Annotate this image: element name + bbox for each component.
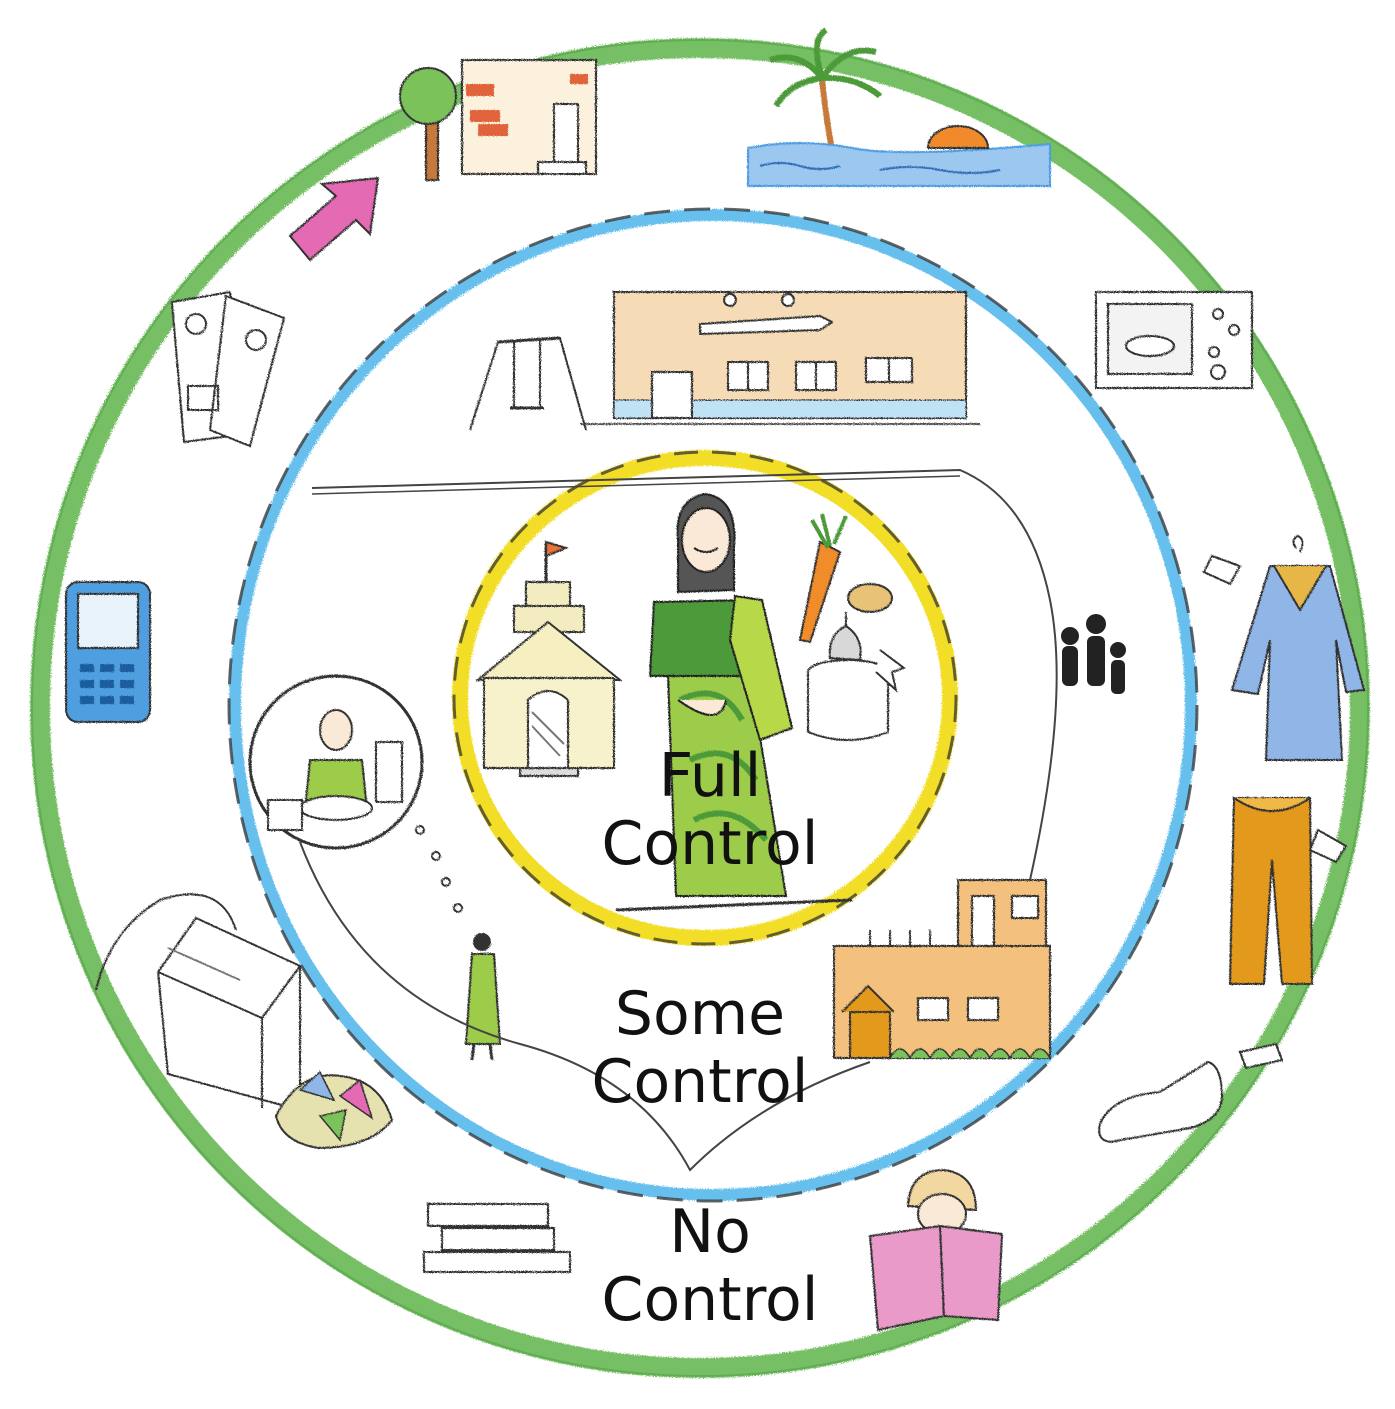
newspaper-icon xyxy=(170,290,286,448)
school-building-icon xyxy=(580,291,980,425)
full-control-label: Full Control xyxy=(540,742,880,878)
some-control-label: Some Control xyxy=(520,980,880,1116)
middle-ring-some-control xyxy=(227,207,1199,1203)
cooking-pot-icon xyxy=(807,649,907,741)
reading-person-icon xyxy=(868,1168,1004,1332)
tree-icon xyxy=(399,67,457,181)
microwave-icon xyxy=(1095,291,1253,389)
books-stack-icon xyxy=(423,1203,571,1273)
woman-in-sari-icon xyxy=(615,492,853,912)
onion-icon xyxy=(828,612,862,662)
road-line xyxy=(311,468,1058,881)
house-icon xyxy=(833,879,1051,1060)
temple-icon xyxy=(475,540,623,777)
outer-ring-no-control xyxy=(30,38,1370,1378)
kurta-icon xyxy=(1202,534,1366,761)
no-control-label: No Control xyxy=(540,1198,880,1334)
potato-icon xyxy=(847,583,893,613)
palm-tree-beach-icon xyxy=(747,27,1051,187)
no-control-line2: Control xyxy=(601,1265,819,1335)
mobile-phone-icon xyxy=(65,581,151,723)
path-line xyxy=(299,841,871,1172)
swing-icon xyxy=(469,336,587,431)
some-control-line1: Some xyxy=(614,979,786,1049)
carrot-icon xyxy=(798,513,848,644)
inner-ring-full-control xyxy=(452,450,958,946)
shoe-icon xyxy=(1098,1042,1284,1144)
walking-family-icon xyxy=(1061,614,1126,694)
clothes-pile-icon xyxy=(274,1070,394,1150)
woman-cooking-icon xyxy=(248,674,463,913)
arrow-icon xyxy=(288,176,380,262)
trousers-icon xyxy=(1228,797,1348,985)
some-control-line2: Control xyxy=(591,1047,809,1117)
woman-walking-icon xyxy=(464,933,502,1061)
no-control-line1: No xyxy=(669,1197,751,1267)
washing-machine-icon xyxy=(95,893,301,1112)
full-control-line1: Full xyxy=(658,741,762,811)
house-construction-icon xyxy=(461,59,597,175)
full-control-line2: Control xyxy=(601,809,819,879)
